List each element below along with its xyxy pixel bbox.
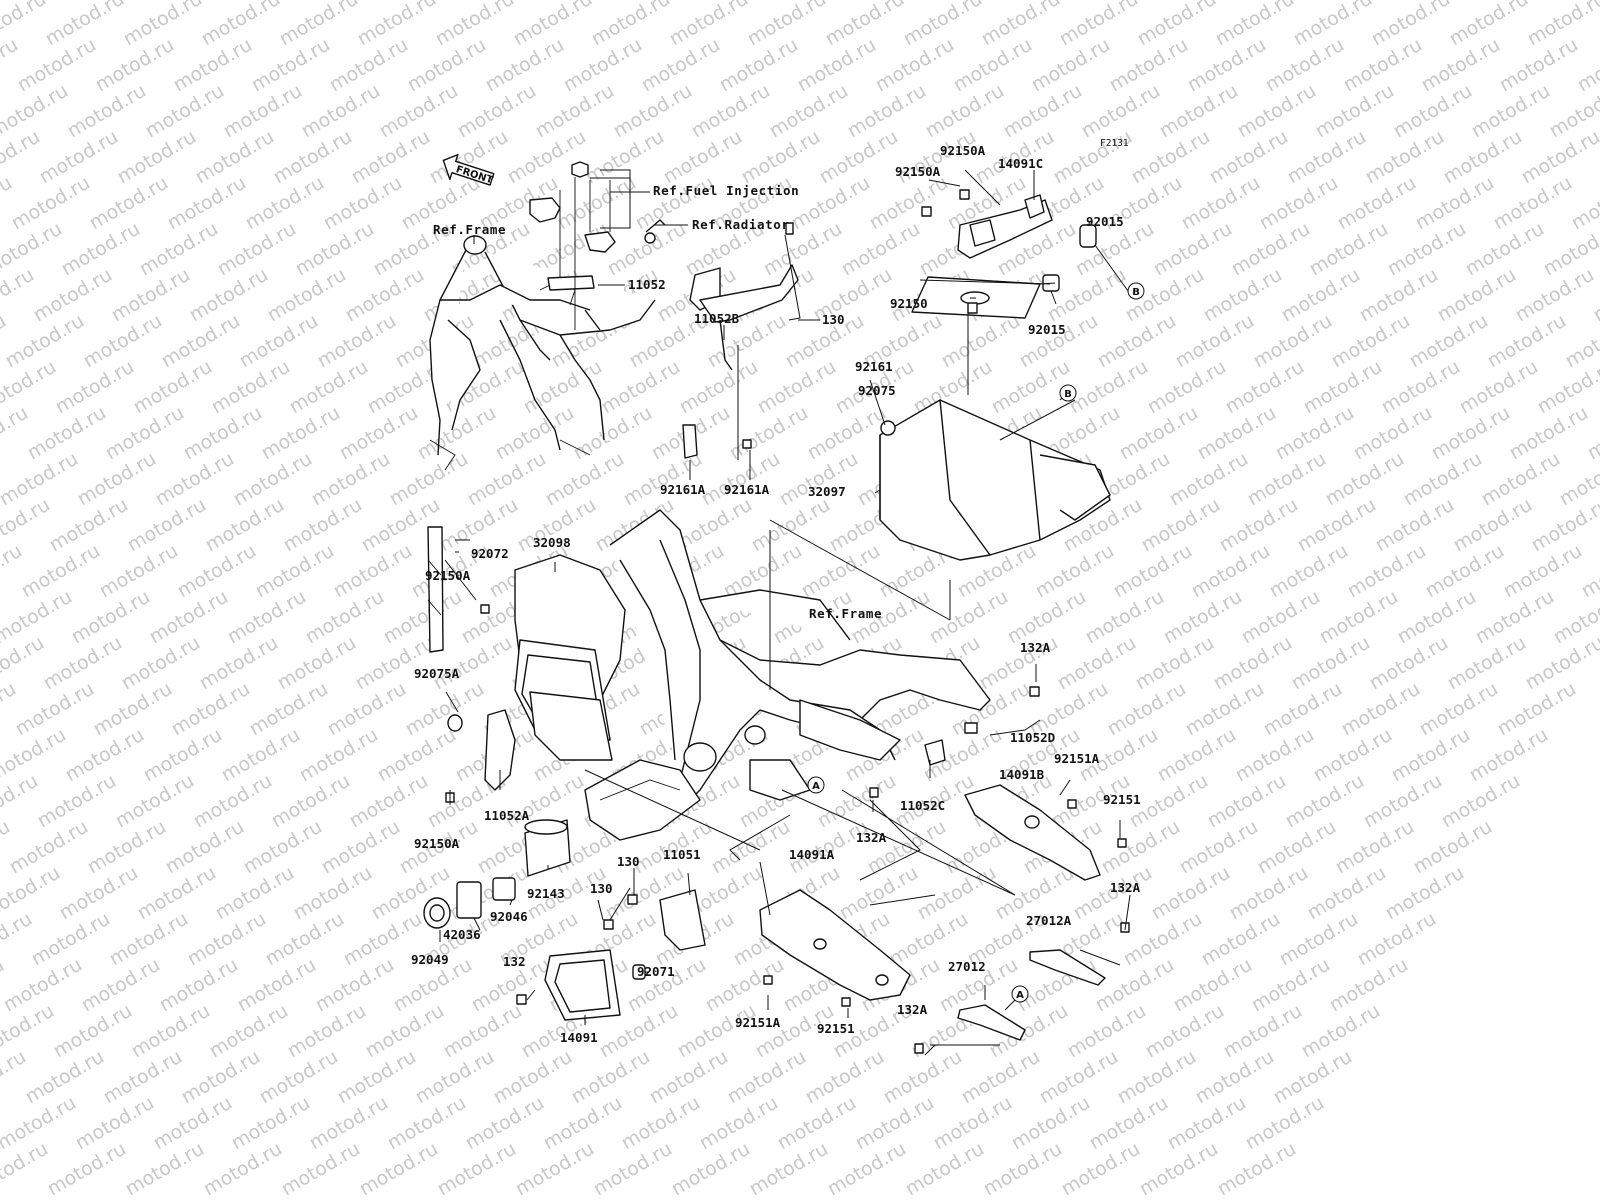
part-label-130-middle: 130 xyxy=(617,854,640,869)
part-label-14091b: 14091B xyxy=(999,767,1045,782)
part-label-92150: 92150 xyxy=(890,296,928,311)
cover-14091b-drawing xyxy=(964,784,1127,881)
part-label-14091a: 14091A xyxy=(789,847,835,862)
part-label-132a-middle: 132A xyxy=(856,830,887,845)
cover-14091-drawing xyxy=(516,889,706,1021)
part-label-92150a-mid: 92150A xyxy=(425,568,471,583)
strip-92072-drawing xyxy=(427,526,444,653)
part-label-92072: 92072 xyxy=(471,546,509,561)
leader-lines xyxy=(439,169,1131,1056)
part-label-92150a-upper-left: 92150A xyxy=(895,164,941,179)
part-label-92161a-right: 92161A xyxy=(724,482,770,497)
part-label-92071: 92071 xyxy=(637,964,675,979)
part-label-92049: 92049 xyxy=(411,952,449,967)
plates-27012-drawing xyxy=(914,922,1130,1054)
part-label-130-lower: 130 xyxy=(590,881,613,896)
illustration: FRONT xyxy=(423,153,1145,1056)
part-label-42036: 42036 xyxy=(443,927,481,942)
part-label-27012: 27012 xyxy=(948,959,986,974)
part-label-92075: 92075 xyxy=(858,383,896,398)
watermark-text-222: motod.ru xyxy=(0,402,32,465)
part-label-92150a-bottom: 92150A xyxy=(414,836,460,851)
watermark-text-155: motod.ru xyxy=(0,264,38,327)
part-label-11051: 11051 xyxy=(663,847,701,862)
watermark-text-132: motod.ru xyxy=(1568,172,1600,235)
part-label-132a-right: 132A xyxy=(1110,880,1141,895)
part-label-92015-upper: 92015 xyxy=(1086,214,1124,229)
pivot-pipes-drawing xyxy=(423,819,571,929)
part-label-32097: 32097 xyxy=(808,484,846,499)
part-label-11052a: 11052A xyxy=(484,808,530,823)
watermark-text-435: motod.ru xyxy=(0,862,64,925)
part-label-11052: 11052 xyxy=(628,277,666,292)
part-label-92151a-upper: 92151A xyxy=(1054,751,1100,766)
frame-front-drawing xyxy=(429,235,656,471)
part-label-132a-bottom: 132A xyxy=(897,1002,928,1017)
callout-b-lower: B xyxy=(1064,389,1072,400)
part-label-92046: 92046 xyxy=(490,909,528,924)
part-label-14091c: 14091C xyxy=(998,156,1043,171)
part-label-11052b: 11052B xyxy=(694,311,740,326)
bolts-drawing xyxy=(869,686,1040,798)
watermark-text-510: motod.ru xyxy=(0,1046,30,1109)
ref-frame-label-top: Ref.Frame xyxy=(433,222,506,237)
part-label-11052c: 11052C xyxy=(900,798,945,813)
callout-markers: A A B B xyxy=(807,282,1145,1003)
cover-14091a-drawing xyxy=(759,889,911,1007)
callout-a-lower-right: A xyxy=(1016,990,1024,1001)
part-label-130-upper: 130 xyxy=(822,312,845,327)
part-label-92143: 92143 xyxy=(527,886,565,901)
part-label-132a-upper: 132A xyxy=(1020,640,1051,655)
ref-frame-label-mid: Ref.Frame xyxy=(809,606,882,621)
watermark-text-454: motod.ru xyxy=(0,908,36,971)
watermark-text-310: motod.ru xyxy=(1578,540,1600,603)
ref-fuel-injection-label: Ref.Fuel Injection xyxy=(653,183,799,198)
part-label-132-lower: 132 xyxy=(503,954,526,969)
part-label-92161: 92161 xyxy=(855,359,893,374)
part-label-27012a: 27012A xyxy=(1026,913,1072,928)
part-label-92151-lower: 92151 xyxy=(817,1021,855,1036)
main-frame-drawing xyxy=(584,509,991,841)
part-label-14091: 14091 xyxy=(560,1030,598,1045)
bracket-11052b-drawing xyxy=(682,222,799,459)
fuel-injection-parts-drawing xyxy=(529,161,666,330)
callout-b-upper: B xyxy=(1132,287,1140,298)
watermark-text-133: motod.ru xyxy=(0,218,66,281)
part-label-92161a-left: 92161A xyxy=(660,482,706,497)
side-cover-32098-drawing xyxy=(445,554,626,803)
part-label-11052d: 11052D xyxy=(1010,730,1055,745)
part-label-92151-upper: 92151 xyxy=(1103,792,1141,807)
cover-14091c-drawing xyxy=(921,189,1097,292)
part-label-92150a-top: 92150A xyxy=(940,143,986,158)
part-label-92015-lower: 92015 xyxy=(1028,322,1066,337)
callout-a-lower-left: A xyxy=(812,781,820,792)
watermark-text-198: motod.ru xyxy=(1562,310,1600,373)
part-label-32098: 32098 xyxy=(533,535,571,550)
figure-code: F2131 xyxy=(1100,138,1129,149)
part-label-92075a: 92075A xyxy=(414,666,460,681)
watermark-text-66: motod.ru xyxy=(1574,34,1600,97)
ref-radiator-label: Ref.Radiator xyxy=(692,217,790,232)
part-label-92151a-lower: 92151A xyxy=(735,1015,781,1030)
part-number-labels: 11052 11052B 130 92161A 92161A 92150A 92… xyxy=(411,143,1141,1045)
